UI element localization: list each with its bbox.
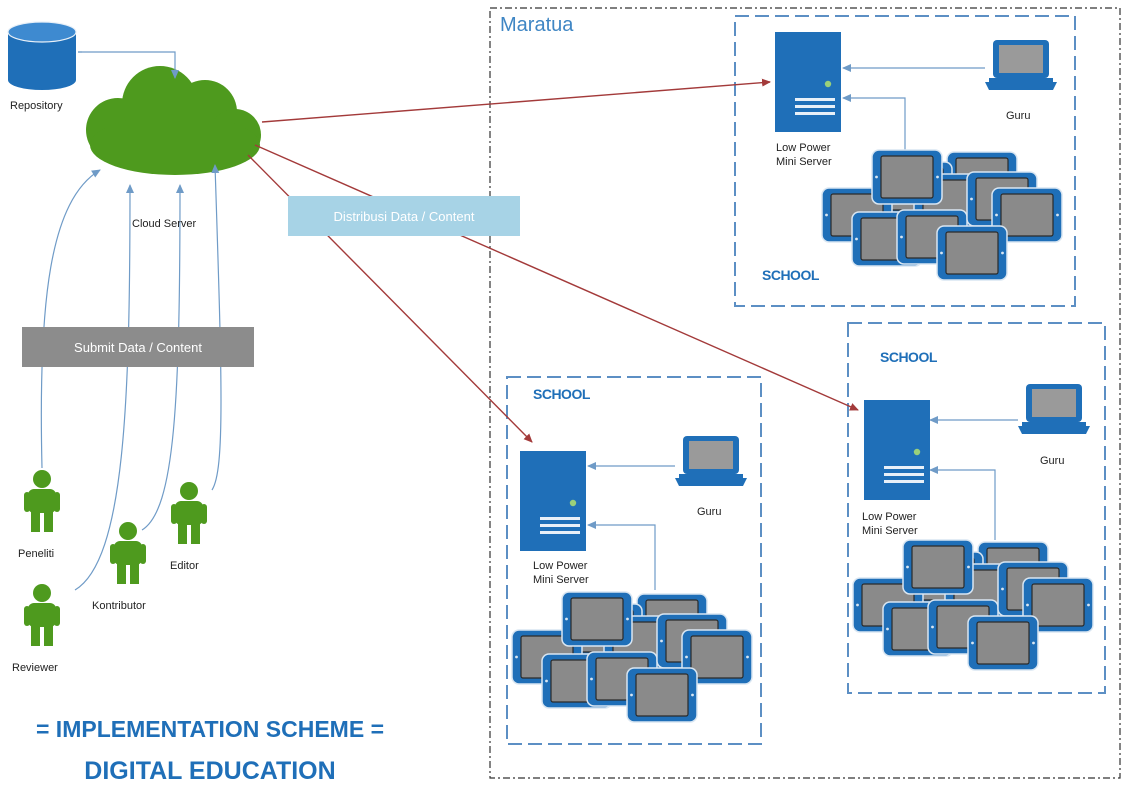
region-maratua-border — [489, 7, 1121, 779]
tablet-cluster — [822, 150, 1062, 280]
peneliti-label: Peneliti — [18, 548, 55, 560]
reviewer-submit-arrow — [211, 164, 222, 491]
school-3-server-label-2: Mini Server — [862, 525, 918, 537]
cloud-server-label: Cloud Server — [132, 218, 197, 230]
school-2-title: SCHOOL — [533, 386, 590, 402]
distribute-arrow-school-1 — [261, 78, 771, 123]
school-2-server-label-2: Mini Server — [533, 574, 589, 586]
school-1-guru-label: Guru — [1006, 110, 1031, 122]
scheme-title: = IMPLEMENTATION SCHEME = — [35, 716, 384, 742]
school-1 — [775, 32, 1062, 280]
submit-callout: Submit Data / Content — [22, 327, 254, 367]
person-icon-kontributor — [110, 522, 146, 584]
school-3-border — [847, 322, 1106, 694]
school-3-guru-label: Guru — [1040, 455, 1065, 467]
distribute-arrow-school-3 — [254, 144, 859, 411]
kontributor-label: Kontributor — [92, 600, 146, 612]
reviewer-label: Reviewer — [12, 662, 58, 674]
server-icon — [520, 451, 586, 551]
school-1-server-label-1: Low Power — [776, 142, 831, 154]
school-2-server-label-1: Low Power — [533, 560, 588, 572]
laptop-icon — [985, 40, 1057, 90]
person-icon-editor — [171, 482, 207, 544]
laptop-icon — [1018, 384, 1090, 434]
tablet-cluster — [853, 540, 1093, 670]
person-icon-reviewer — [24, 584, 60, 646]
person-icon-peneliti — [24, 470, 60, 532]
school-2-guru-label: Guru — [697, 506, 722, 518]
editor-label: Editor — [170, 560, 199, 572]
database-icon — [7, 21, 77, 90]
cloud-icon — [86, 66, 261, 175]
distribute-callout: Distribusi Data / Content — [288, 196, 520, 236]
digital-education-title: DIGITAL EDUCATION — [84, 757, 336, 785]
school-1-title: SCHOOL — [762, 267, 819, 283]
tablet-cluster — [512, 592, 752, 722]
repository-label: Repository — [10, 100, 63, 112]
school-3 — [853, 384, 1093, 670]
server-icon — [864, 400, 930, 500]
editor-submit-arrow — [141, 184, 184, 531]
region-title: Maratua — [500, 14, 574, 36]
school-2 — [512, 436, 752, 722]
laptop-icon — [675, 436, 747, 486]
school-1-border — [734, 15, 1076, 307]
school-1-server-label-2: Mini Server — [776, 156, 832, 168]
peneliti-submit-arrow — [40, 169, 101, 469]
school-3-title: SCHOOL — [880, 349, 937, 365]
kontributor-submit-arrow — [74, 184, 134, 591]
repo-cloud-arrow — [78, 51, 179, 79]
school-3-server-label-1: Low Power — [862, 511, 917, 523]
school-2-border — [506, 376, 762, 745]
server-icon — [775, 32, 841, 132]
